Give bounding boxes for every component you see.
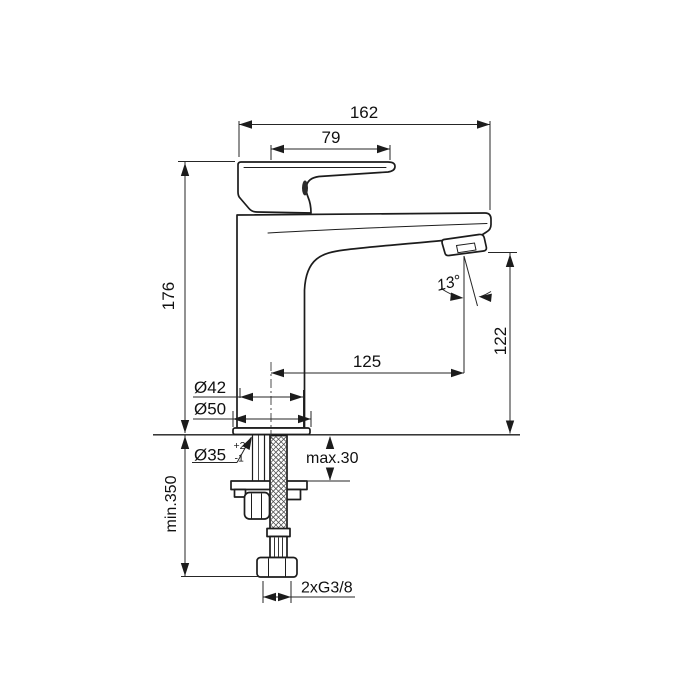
dimension-arrowhead [298, 414, 311, 424]
mounting-nut-facets [251, 493, 262, 519]
dimension-arrowhead [180, 563, 190, 576]
dimension-arrowhead [180, 163, 190, 176]
dim-hole-diameter-label: Ø35 [194, 446, 226, 465]
base-plate [232, 427, 311, 436]
washer-right-tab [285, 488, 302, 501]
hose-braid-line [272, 514, 287, 529]
dimension-arrowhead [450, 292, 464, 301]
hose-nut-facets [268, 558, 286, 577]
handle-pivot [302, 180, 308, 196]
mounting-nut [243, 491, 271, 520]
dimension-arrowhead [271, 144, 284, 154]
hose-braid-line [270, 514, 285, 529]
hose-braid-line [283, 524, 287, 529]
dim-hose-length-label: min.350 [163, 475, 180, 532]
dimension-arrowhead [451, 368, 464, 378]
dim-body-height-label: 176 [159, 282, 178, 310]
dim-deck-thickness-label: max.30 [306, 450, 359, 467]
dimension-arrowhead [180, 436, 190, 449]
dimension-arrowhead [278, 592, 291, 602]
angle-construction [440, 255, 492, 373]
dim-base-diameter-label: Ø50 [194, 400, 226, 419]
dim-body-diameter-label: Ø42 [194, 378, 226, 397]
mounting-washer [230, 480, 308, 491]
dim-outlet-angle-label: 13° [435, 272, 463, 294]
hose-connection-nut [256, 556, 298, 578]
dimension-arrowhead [505, 420, 515, 434]
hose-braid-line [270, 519, 280, 529]
spout-accent-line [267, 223, 488, 234]
dimension-arrowhead [180, 420, 190, 433]
dimension-arrowhead [271, 368, 284, 378]
hose-collar [266, 527, 291, 538]
dimension-arrowhead [233, 414, 246, 424]
dimension-arrowhead [240, 392, 253, 402]
dimension-arrowhead [239, 120, 252, 129]
dim-connection-thread-label: 2xG3/8 [301, 580, 353, 597]
hose-braid-line [270, 524, 274, 529]
dimension-arrowhead [505, 254, 515, 267]
hose-braid-line [277, 519, 287, 529]
dimension-arrowhead [325, 467, 335, 481]
dimension-arrowhead [478, 293, 492, 303]
dimension-arrowheads [180, 120, 515, 602]
dim-total-width-label: 162 [350, 103, 378, 122]
hose-braid-pattern [270, 436, 287, 529]
faucet-object [153, 161, 520, 578]
dim-outlet-height-label: 122 [491, 327, 510, 355]
dim-spout-reach-label: 125 [353, 352, 381, 371]
dimension-arrowhead [477, 120, 490, 129]
dimension-lines [178, 121, 517, 603]
dimension-arrowhead [325, 436, 335, 449]
dim-handle-length-label: 79 [322, 128, 341, 147]
washer-left-tab [233, 488, 247, 498]
dim-hole-tolerance-minus: -1 [235, 453, 244, 465]
aerator-outlet [455, 242, 477, 254]
dimension-arrowhead [290, 392, 303, 402]
crimp-ribs [274, 537, 283, 557]
mounting-stud [251, 435, 266, 481]
dimension-labels: 162 79 176 122 125 13° Ø42 Ø50 Ø35 +2 -1… [159, 103, 510, 597]
dimension-arrowhead [242, 436, 252, 450]
faucet-handle [237, 161, 396, 214]
dimension-arrowhead [377, 144, 390, 154]
dim-hole-tolerance-plus: +2 [234, 440, 246, 452]
dimension-arrowhead [263, 592, 276, 602]
